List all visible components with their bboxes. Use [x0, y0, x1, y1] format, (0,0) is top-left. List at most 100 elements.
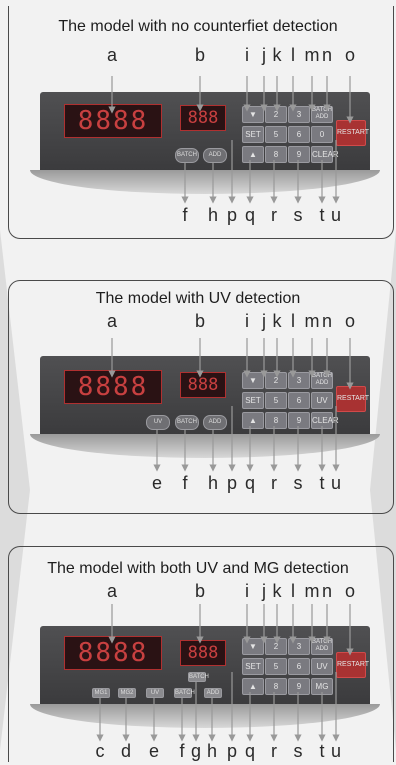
key-8[interactable]: 8	[265, 678, 287, 695]
set-key[interactable]: SET	[242, 126, 264, 143]
label-j: j	[262, 45, 266, 65]
label-s: s	[293, 205, 303, 225]
label-t: t	[319, 473, 325, 493]
label-e: e	[148, 741, 159, 761]
label-j: j	[262, 311, 266, 331]
label-i: i	[245, 581, 249, 601]
panel-title: The model with both UV and MG detection	[47, 560, 349, 577]
label-b: b	[194, 311, 205, 331]
set-key[interactable]: SET	[242, 658, 264, 675]
label-q: q	[244, 473, 255, 493]
label-b: b	[194, 45, 205, 65]
label-m: m	[304, 581, 320, 601]
label-m: m	[304, 45, 320, 65]
label-u: u	[330, 473, 341, 493]
key-9[interactable]: 9	[288, 678, 310, 695]
restart-key[interactable]: RESTART	[336, 652, 369, 678]
key-6[interactable]: 6	[288, 392, 310, 409]
key-9[interactable]: 9	[288, 412, 310, 429]
restart-key[interactable]: RESTART	[336, 386, 369, 412]
label-d: d	[120, 741, 131, 761]
batch-display: 888	[180, 640, 226, 666]
add-button[interactable]: ADD	[203, 148, 227, 163]
label-r: r	[271, 473, 277, 493]
key-5[interactable]: 5	[265, 126, 287, 143]
uv-button[interactable]: UV	[146, 688, 164, 698]
label-t: t	[319, 741, 325, 761]
key-9[interactable]: 9	[288, 146, 310, 163]
label-e: e	[151, 473, 162, 493]
label-a: a	[106, 45, 117, 65]
label-m: m	[304, 311, 320, 331]
label-l: l	[291, 45, 295, 65]
key-2[interactable]: 2	[265, 638, 287, 655]
panel-uv-mg-detection	[8, 546, 394, 762]
batch-button[interactable]: BATCH	[175, 148, 199, 163]
key-6[interactable]: 6	[288, 126, 310, 143]
label-i: i	[245, 45, 249, 65]
label-f: f	[179, 741, 185, 761]
label-s: s	[293, 473, 303, 493]
label-j: j	[262, 581, 266, 601]
label-u: u	[330, 741, 341, 761]
batch-button[interactable]: BATCH	[175, 415, 199, 430]
label-h: h	[207, 205, 218, 225]
label-n: n	[321, 45, 332, 65]
up-key[interactable]: ▲	[242, 678, 264, 695]
panel-no-detection	[8, 6, 394, 239]
ratio-batch-button[interactable]: BATCH	[188, 672, 209, 682]
label-a: a	[106, 311, 117, 331]
up-key[interactable]: ▲	[242, 146, 264, 163]
mg2-button[interactable]: MG2	[118, 688, 136, 698]
label-f: f	[182, 205, 188, 225]
label-a: a	[106, 581, 117, 601]
label-o: o	[344, 581, 355, 601]
key-5[interactable]: 5	[265, 392, 287, 409]
label-p: p	[226, 741, 237, 761]
label-g: g	[190, 741, 201, 761]
add-button[interactable]: ADD	[204, 688, 222, 698]
label-q: q	[244, 741, 255, 761]
label-c: c	[95, 741, 105, 761]
key-6[interactable]: 6	[288, 658, 310, 675]
panel-title: The model with UV detection	[95, 290, 301, 307]
key-0[interactable]: 0	[311, 126, 333, 143]
panel-uv-detection	[8, 280, 394, 514]
label-r: r	[271, 741, 277, 761]
label-o: o	[344, 45, 355, 65]
label-p: p	[226, 473, 237, 493]
add-button[interactable]: ADD	[203, 415, 227, 430]
label-p: p	[226, 205, 237, 225]
label-k: k	[272, 311, 282, 331]
batch-button[interactable]: BATCH	[174, 688, 195, 698]
label-k: k	[272, 581, 282, 601]
panel-title: The model with no counterfiet detection	[58, 18, 338, 35]
clear-key[interactable]: CLEAR	[311, 146, 339, 163]
label-l: l	[291, 581, 295, 601]
label-r: r	[271, 205, 277, 225]
uv-button[interactable]: UV	[146, 415, 170, 430]
label-i: i	[245, 311, 249, 331]
label-n: n	[321, 581, 332, 601]
uv-key[interactable]: UV	[311, 658, 333, 675]
mg1-button[interactable]: MG1	[92, 688, 110, 698]
label-k: k	[272, 45, 282, 65]
up-key[interactable]: ▲	[242, 412, 264, 429]
key-8[interactable]: 8	[265, 412, 287, 429]
label-s: s	[293, 741, 303, 761]
label-b: b	[194, 581, 205, 601]
main-count-display: 8888	[64, 370, 162, 404]
uv-key[interactable]: UV	[311, 392, 333, 409]
label-l: l	[291, 311, 295, 331]
label-h: h	[207, 473, 218, 493]
label-o: o	[344, 311, 355, 331]
key-5[interactable]: 5	[265, 658, 287, 675]
label-n: n	[321, 311, 332, 331]
label-h: h	[206, 741, 217, 761]
set-key[interactable]: SET	[242, 392, 264, 409]
key-8[interactable]: 8	[265, 146, 287, 163]
label-f: f	[182, 473, 188, 493]
